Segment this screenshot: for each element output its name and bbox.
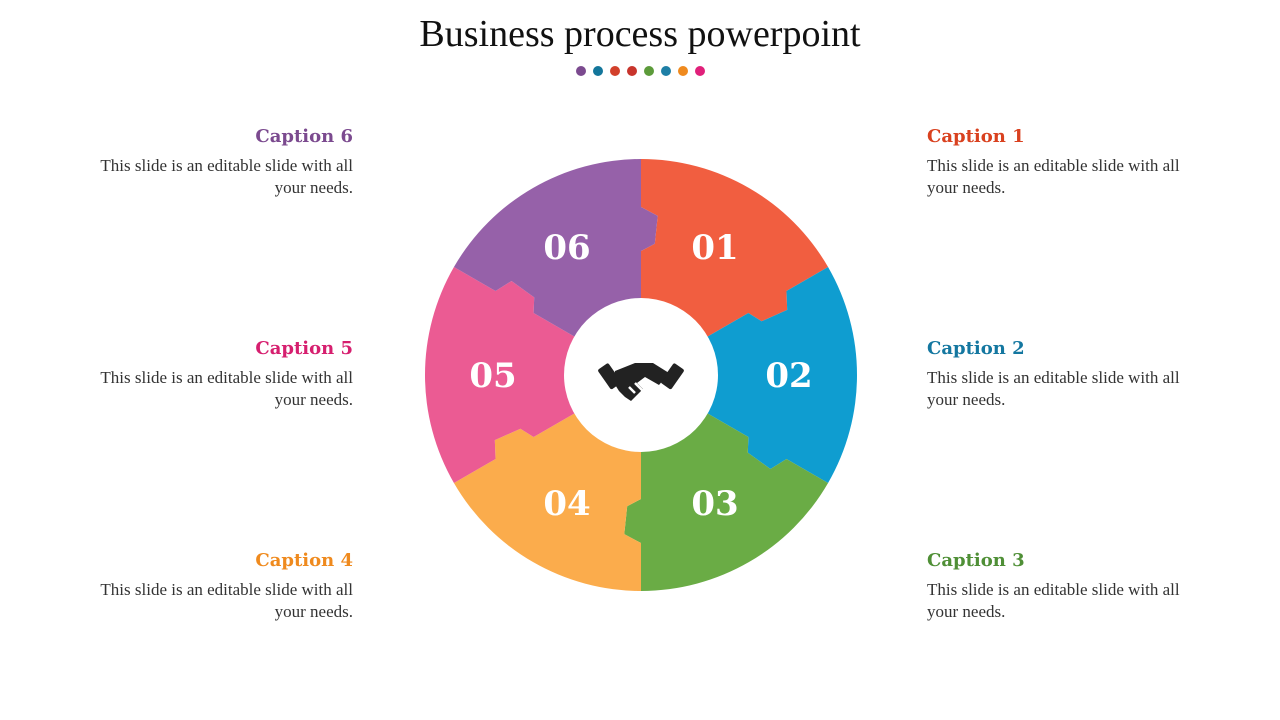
caption-6-text: This slide is an editable slide with all…	[100, 156, 353, 197]
caption-6-title: Caption 6	[255, 126, 353, 147]
caption-5-title: Caption 5	[255, 338, 353, 359]
dot-8	[694, 66, 705, 76]
segment-06	[453, 159, 658, 337]
dot-3	[609, 66, 620, 76]
caption-1-title: Caption 1	[927, 126, 1025, 147]
segment-number-06: 06	[543, 228, 590, 268]
segment-number-02: 02	[765, 356, 812, 396]
segment-number-05: 05	[469, 356, 516, 396]
caption-6: Caption 6 This slide is an editable slid…	[83, 126, 353, 199]
caption-3-title: Caption 3	[927, 550, 1025, 571]
dot-4	[626, 66, 637, 76]
caption-4-text: This slide is an editable slide with all…	[100, 580, 353, 621]
dot-7	[677, 66, 688, 76]
dot-6	[660, 66, 671, 76]
segment-04	[453, 413, 641, 591]
decorative-dots	[0, 66, 1280, 76]
segment-number-04: 04	[543, 484, 590, 524]
segment-05	[425, 267, 576, 483]
segment-01	[641, 159, 829, 337]
caption-5-text: This slide is an editable slide with all…	[100, 368, 353, 409]
dot-2	[592, 66, 603, 76]
caption-2-title: Caption 2	[927, 338, 1025, 359]
dot-1	[575, 66, 586, 76]
caption-1-text: This slide is an editable slide with all…	[927, 156, 1180, 197]
caption-2: Caption 2 This slide is an editable slid…	[927, 338, 1197, 411]
caption-5: Caption 5 This slide is an editable slid…	[83, 338, 353, 411]
caption-3: Caption 3 This slide is an editable slid…	[927, 550, 1197, 623]
segment-number-03: 03	[691, 484, 738, 524]
caption-2-text: This slide is an editable slide with all…	[927, 368, 1180, 409]
caption-4-title: Caption 4	[255, 550, 353, 571]
segment-02	[706, 267, 857, 483]
caption-3-text: This slide is an editable slide with all…	[927, 580, 1180, 621]
caption-4: Caption 4 This slide is an editable slid…	[83, 550, 353, 623]
page-title: Business process powerpoint	[419, 13, 861, 55]
caption-1: Caption 1 This slide is an editable slid…	[927, 126, 1197, 199]
segment-03	[624, 413, 829, 591]
dot-5	[643, 66, 654, 76]
segment-number-01: 01	[691, 228, 738, 268]
handshake-icon	[598, 363, 684, 401]
